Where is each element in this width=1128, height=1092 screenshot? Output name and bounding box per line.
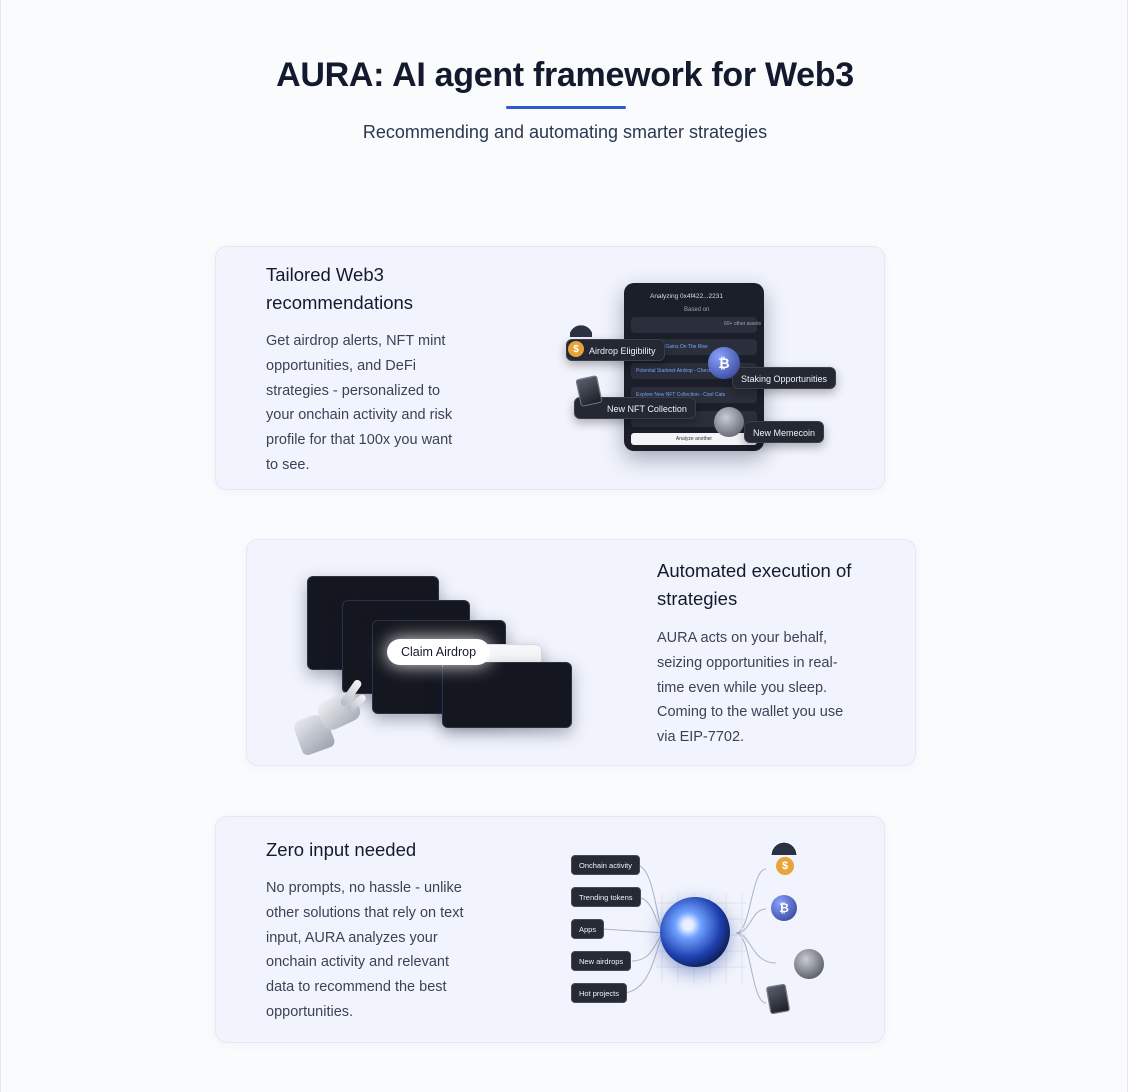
input-chip-onchain-activity: Onchain activity: [571, 855, 640, 875]
nft-card-icon: [575, 375, 603, 407]
card-body: No prompts, no hassle - unlike other sol…: [266, 880, 464, 1020]
chip-new-memecoin: New Memecoin: [744, 421, 825, 443]
aura-orb-icon: [660, 897, 730, 967]
chip-airdrop-eligibility: Airdrop Eligibility: [566, 339, 665, 361]
page-subtitle: Recommending and automating smarter stra…: [362, 122, 768, 142]
input-chip-apps: Apps: [571, 919, 605, 939]
bitcoin-coin-icon: ₿: [708, 347, 740, 379]
bitcoin-coin-icon: ₿: [771, 895, 797, 921]
dollar-coin-icon: $: [568, 341, 584, 357]
app-screen: [442, 662, 572, 728]
chip-staking-opportunities: Staking Opportunities: [732, 367, 837, 389]
card-title: Automated execution of strategies: [657, 560, 852, 609]
input-chip-new-airdrops: New airdrops: [571, 951, 632, 971]
recommendation-row-text: Potential Starknet Airdrop - Check: [636, 368, 712, 374]
analyze-another-button[interactable]: Analyze another: [631, 433, 757, 445]
recommendation-row-text: Blue Gains On The Rise: [654, 344, 708, 350]
card-body: AURA acts on your behalf, seizing opport…: [657, 630, 844, 746]
card-title: Zero input needed: [266, 839, 417, 860]
title-underline: [506, 106, 626, 109]
robot-hand-icon: [291, 676, 377, 757]
input-chip-trending-tokens: Trending tokens: [571, 887, 641, 907]
parachute-icon: [771, 837, 797, 855]
dollar-coin-icon: $: [776, 857, 794, 875]
chip-new-nft-collection: New NFT Collection: [574, 397, 696, 419]
recommendation-row-text: Explore New NFT Collection - Cool Cats: [636, 392, 726, 398]
page-title: AURA: AI agent framework for Web3: [276, 56, 854, 94]
based-on-label: Based on: [684, 307, 710, 313]
memecoin-icon: [794, 949, 824, 979]
asset-row: [631, 317, 757, 333]
zero-input-illustration: Onchain activity Trending tokens Apps Ne…: [566, 833, 836, 1033]
execution-illustration: Claim Airdrop: [287, 568, 587, 758]
memecoin-icon: [714, 407, 744, 437]
assets-count: 60+ other assets: [724, 321, 762, 327]
card-tailored-recommendations: Tailored Web3 recommendations Get airdro…: [215, 246, 885, 490]
claim-airdrop-button[interactable]: Claim Airdrop: [387, 639, 491, 665]
card-body: Get airdrop alerts, NFT mint opportuniti…: [266, 333, 453, 473]
input-chip-hot-projects: Hot projects: [571, 983, 628, 1003]
recommendations-illustration: Analyzing 0x4f422...2231 Based on 60+ ot…: [556, 277, 837, 457]
card-zero-input: Zero input needed No prompts, no hassle …: [215, 816, 885, 1043]
card-title: Tailored Web3 recommendations: [266, 264, 414, 313]
card-automated-execution: Claim Airdrop Automated execution of str…: [246, 539, 916, 766]
analysis-header: Analyzing 0x4f422...2231: [650, 293, 723, 300]
parachute-icon: [570, 319, 592, 337]
